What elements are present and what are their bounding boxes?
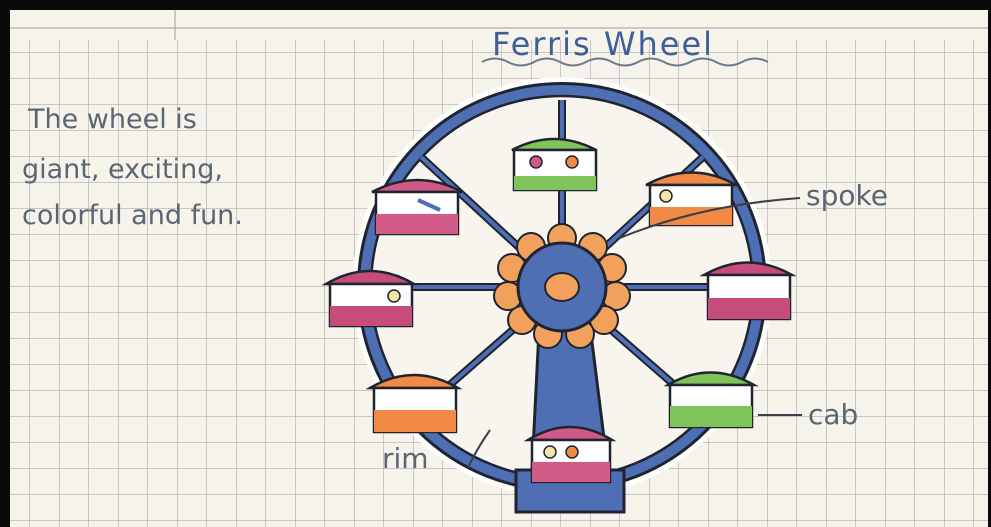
- note-title: Ferris Wheel: [492, 25, 714, 63]
- cab: [372, 180, 462, 234]
- cab: [512, 139, 596, 190]
- cab: [668, 373, 754, 428]
- cab: [326, 271, 414, 326]
- label-rim: rim: [382, 442, 429, 475]
- cab: [704, 263, 792, 320]
- cab: [370, 375, 458, 432]
- label-spoke: spoke: [806, 179, 888, 212]
- cab: [528, 427, 612, 482]
- description-line-1: The wheel is: [27, 104, 197, 135]
- description-line-3: colorful and fun.: [22, 200, 243, 231]
- description-line-2: giant, exciting,: [22, 154, 223, 185]
- label-cab: cab: [808, 398, 858, 431]
- cab: [646, 173, 736, 226]
